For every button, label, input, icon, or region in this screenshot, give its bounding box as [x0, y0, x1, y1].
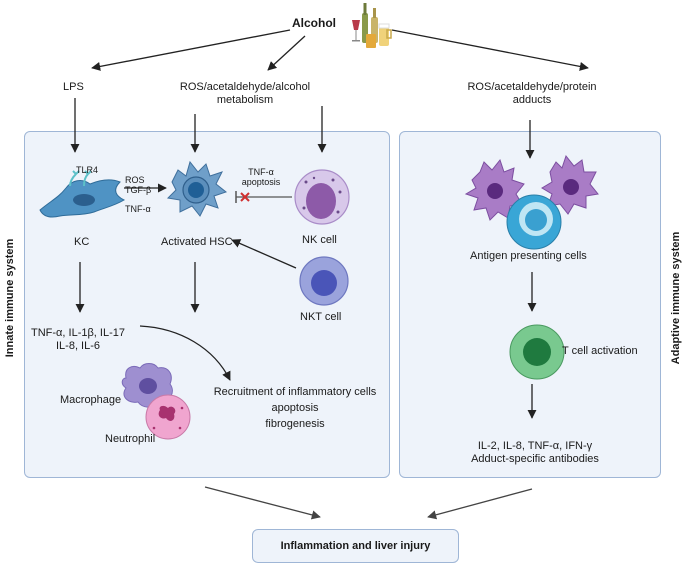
cytokines-label: TNF-α, IL-1β, IL-17 IL-8, IL-6: [31, 327, 125, 352]
activated-hsc-cell: [166, 160, 228, 217]
neutrophil-label: Neutrophil: [105, 433, 156, 445]
lymphocyte-cell: [506, 194, 562, 250]
ros-adducts-label: ROS/acetaldehyde/protein adducts: [467, 81, 597, 106]
arrow-alcohol-ros: [267, 35, 306, 71]
outcome-label: Inflammation and liver injury: [280, 540, 431, 552]
tnf-signal-label: TNF-α: [125, 204, 151, 214]
lps-label: LPS: [63, 81, 84, 93]
adaptive-side-label: Adaptive immune system: [670, 231, 682, 365]
arrow-adaptive-outcome: [427, 488, 533, 520]
nk-cell-label: NK cell: [302, 234, 337, 246]
inhibit-x-icon: [240, 192, 250, 202]
ros-signal-label: ROS: [125, 175, 145, 185]
nk-cell: [294, 169, 350, 225]
arrow-alcohol-lps: [91, 29, 291, 71]
dendritic-cell-left: [464, 158, 525, 221]
kupffer-cell: [39, 170, 126, 218]
tgf-signal-label: TGF-β: [125, 185, 152, 195]
tlr4-label: TLR4: [76, 165, 99, 175]
alcohol-bottles-icon: [352, 3, 392, 48]
kc-label: KC: [74, 236, 90, 248]
t-cell-label: T cell activation: [562, 345, 638, 357]
adaptive-output-label: IL-2, IL-8, TNF-α, IFN-γ Adduct-specific…: [471, 440, 599, 465]
innate-side-label: Innate immune system: [4, 238, 16, 358]
arrow-alcohol-adducts: [391, 29, 589, 71]
arrow-innate-outcome: [204, 486, 321, 520]
ros-metabolism-label: ROS/acetaldehyde/alcohol metabolism: [179, 81, 311, 106]
arrow-nkt-hsc: [231, 239, 297, 269]
nkt-cell-label: NKT cell: [300, 311, 342, 323]
recruitment-label: Recruitment of inflammatory cells apopto…: [213, 386, 377, 430]
dendritic-cell-right: [541, 154, 599, 215]
alcohol-label: Alcohol: [292, 16, 336, 30]
apc-label: Antigen presenting cells: [470, 250, 587, 262]
arrow-cytokines-recruitment: [139, 325, 231, 381]
neutrophil-cell: [145, 394, 191, 440]
t-cell: [509, 324, 565, 380]
nkt-cell: [299, 256, 349, 306]
tnf-apoptosis-label: TNF-α apoptosis: [241, 167, 281, 187]
outcome-box: Inflammation and liver injury: [252, 529, 459, 563]
activated-hsc-label: Activated HSC: [161, 236, 233, 248]
macrophage-label: Macrophage: [60, 394, 122, 406]
